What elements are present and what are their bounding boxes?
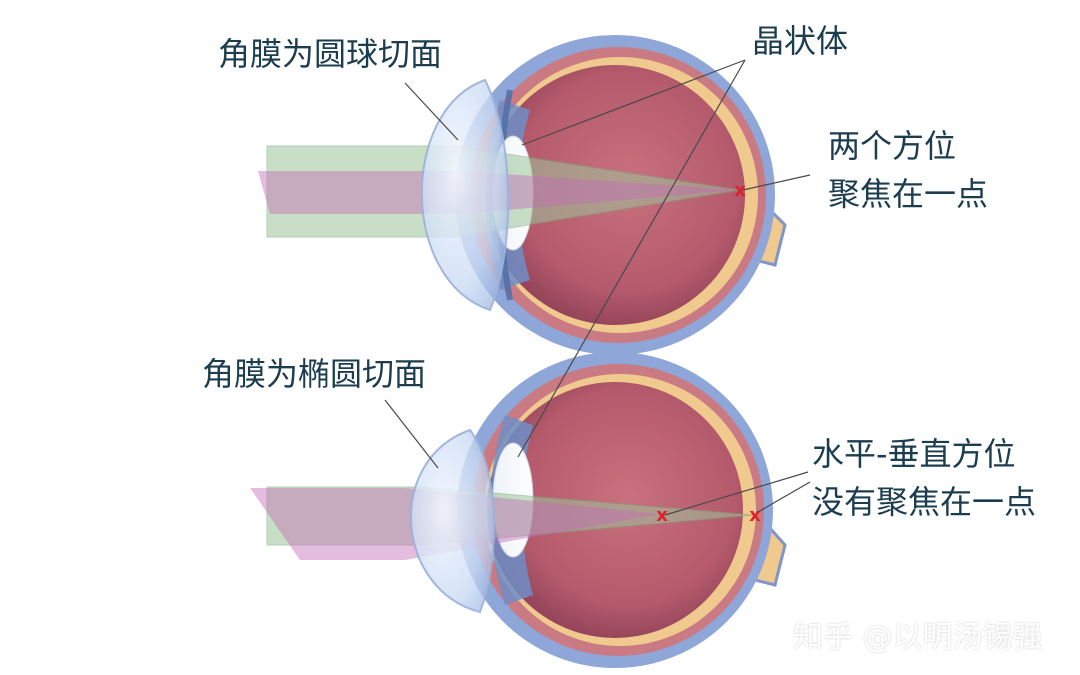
label-lens: 晶状体 bbox=[752, 22, 849, 60]
label-nofocus-line2: 没有聚焦在一点 bbox=[812, 483, 1037, 521]
label-cornea-ellipse: 角膜为椭圆切面 bbox=[202, 355, 427, 393]
leader-cornea-sphere bbox=[404, 82, 459, 141]
label-nofocus-line1: 水平-垂直方位 bbox=[812, 435, 1016, 473]
leader-nofocus-front bbox=[664, 471, 809, 516]
leader-nofocus-back bbox=[757, 481, 811, 513]
bottom-cornea bbox=[410, 428, 495, 614]
leader-lines bbox=[384, 59, 811, 516]
top-focus-mark: x bbox=[734, 180, 746, 201]
top-eye: x bbox=[258, 35, 787, 355]
leader-lens-top bbox=[521, 59, 746, 146]
bottom-eye: x x bbox=[250, 352, 787, 668]
bottom-focus-mark-front: x bbox=[656, 505, 668, 526]
bottom-beam-green bbox=[266, 486, 756, 546]
leader-lens-bottom bbox=[517, 59, 746, 458]
label-focus-line1: 两个方位 bbox=[828, 127, 957, 165]
bottom-focus-mark-back: x bbox=[749, 505, 761, 526]
label-focus-line2: 聚焦在一点 bbox=[828, 175, 989, 213]
watermark: 知乎 @以明汤锡强 bbox=[793, 620, 1043, 655]
label-cornea-sphere: 角膜为圆球切面 bbox=[218, 35, 443, 73]
top-cornea bbox=[420, 78, 510, 312]
leader-cornea-ellipse bbox=[384, 399, 439, 469]
leader-focus-top bbox=[742, 174, 811, 191]
